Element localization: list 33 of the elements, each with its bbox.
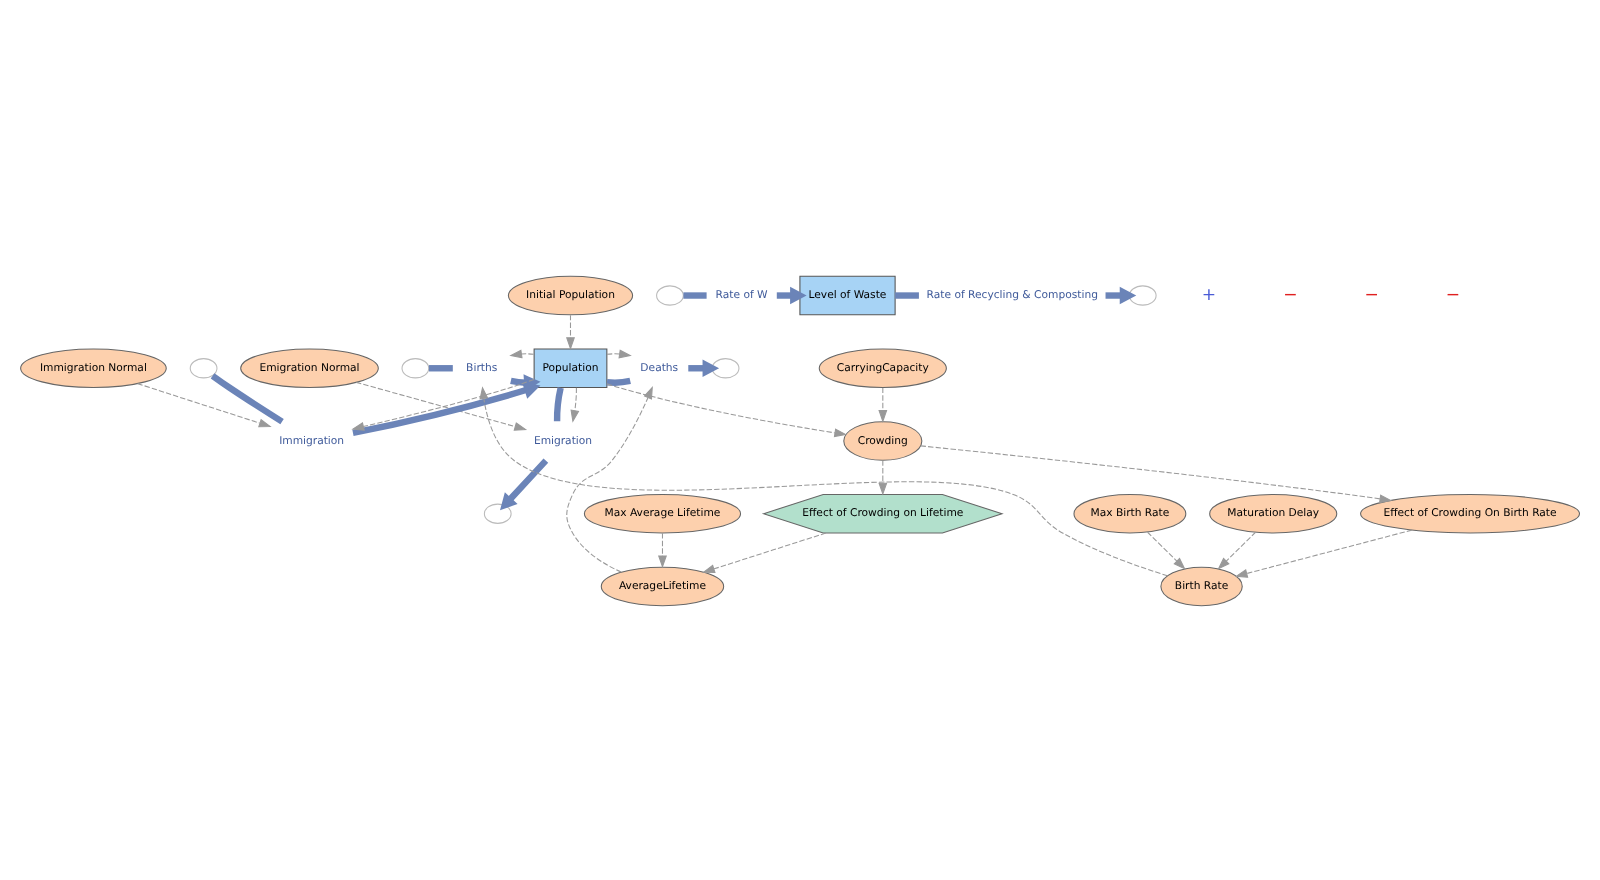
- label: −: [1364, 284, 1379, 305]
- arrow: [1147, 530, 1186, 569]
- arrow: [1217, 530, 1257, 569]
- node-cloud: [656, 284, 684, 305]
- arrow: [606, 348, 632, 358]
- label: +: [1201, 284, 1217, 305]
- arrow: [500, 457, 549, 510]
- arrow: [509, 348, 535, 358]
- connector: [895, 291, 919, 298]
- connector: [428, 364, 453, 371]
- connector: [606, 376, 631, 385]
- arrow: [566, 313, 575, 350]
- arrow: [658, 531, 667, 568]
- label: −: [1283, 284, 1298, 305]
- connector: [553, 386, 564, 421]
- label: −: [1445, 284, 1461, 305]
- node-cloud: [401, 357, 430, 378]
- arrow: [878, 459, 888, 495]
- node-cloud: [711, 357, 740, 378]
- arrow: [920, 444, 1393, 503]
- arrow: [878, 386, 888, 422]
- arrow: [137, 382, 272, 427]
- arrow: [1234, 528, 1413, 577]
- node-cloud: [189, 357, 218, 378]
- arrow: [479, 385, 1168, 576]
- node-cloud: [1128, 284, 1157, 305]
- connector: [683, 291, 707, 298]
- arrow: [702, 531, 827, 573]
- connector: [210, 372, 284, 424]
- node-cloud: [483, 502, 512, 523]
- arrow: [566, 385, 653, 572]
- arrow: [570, 386, 580, 422]
- arrow: [606, 382, 848, 437]
